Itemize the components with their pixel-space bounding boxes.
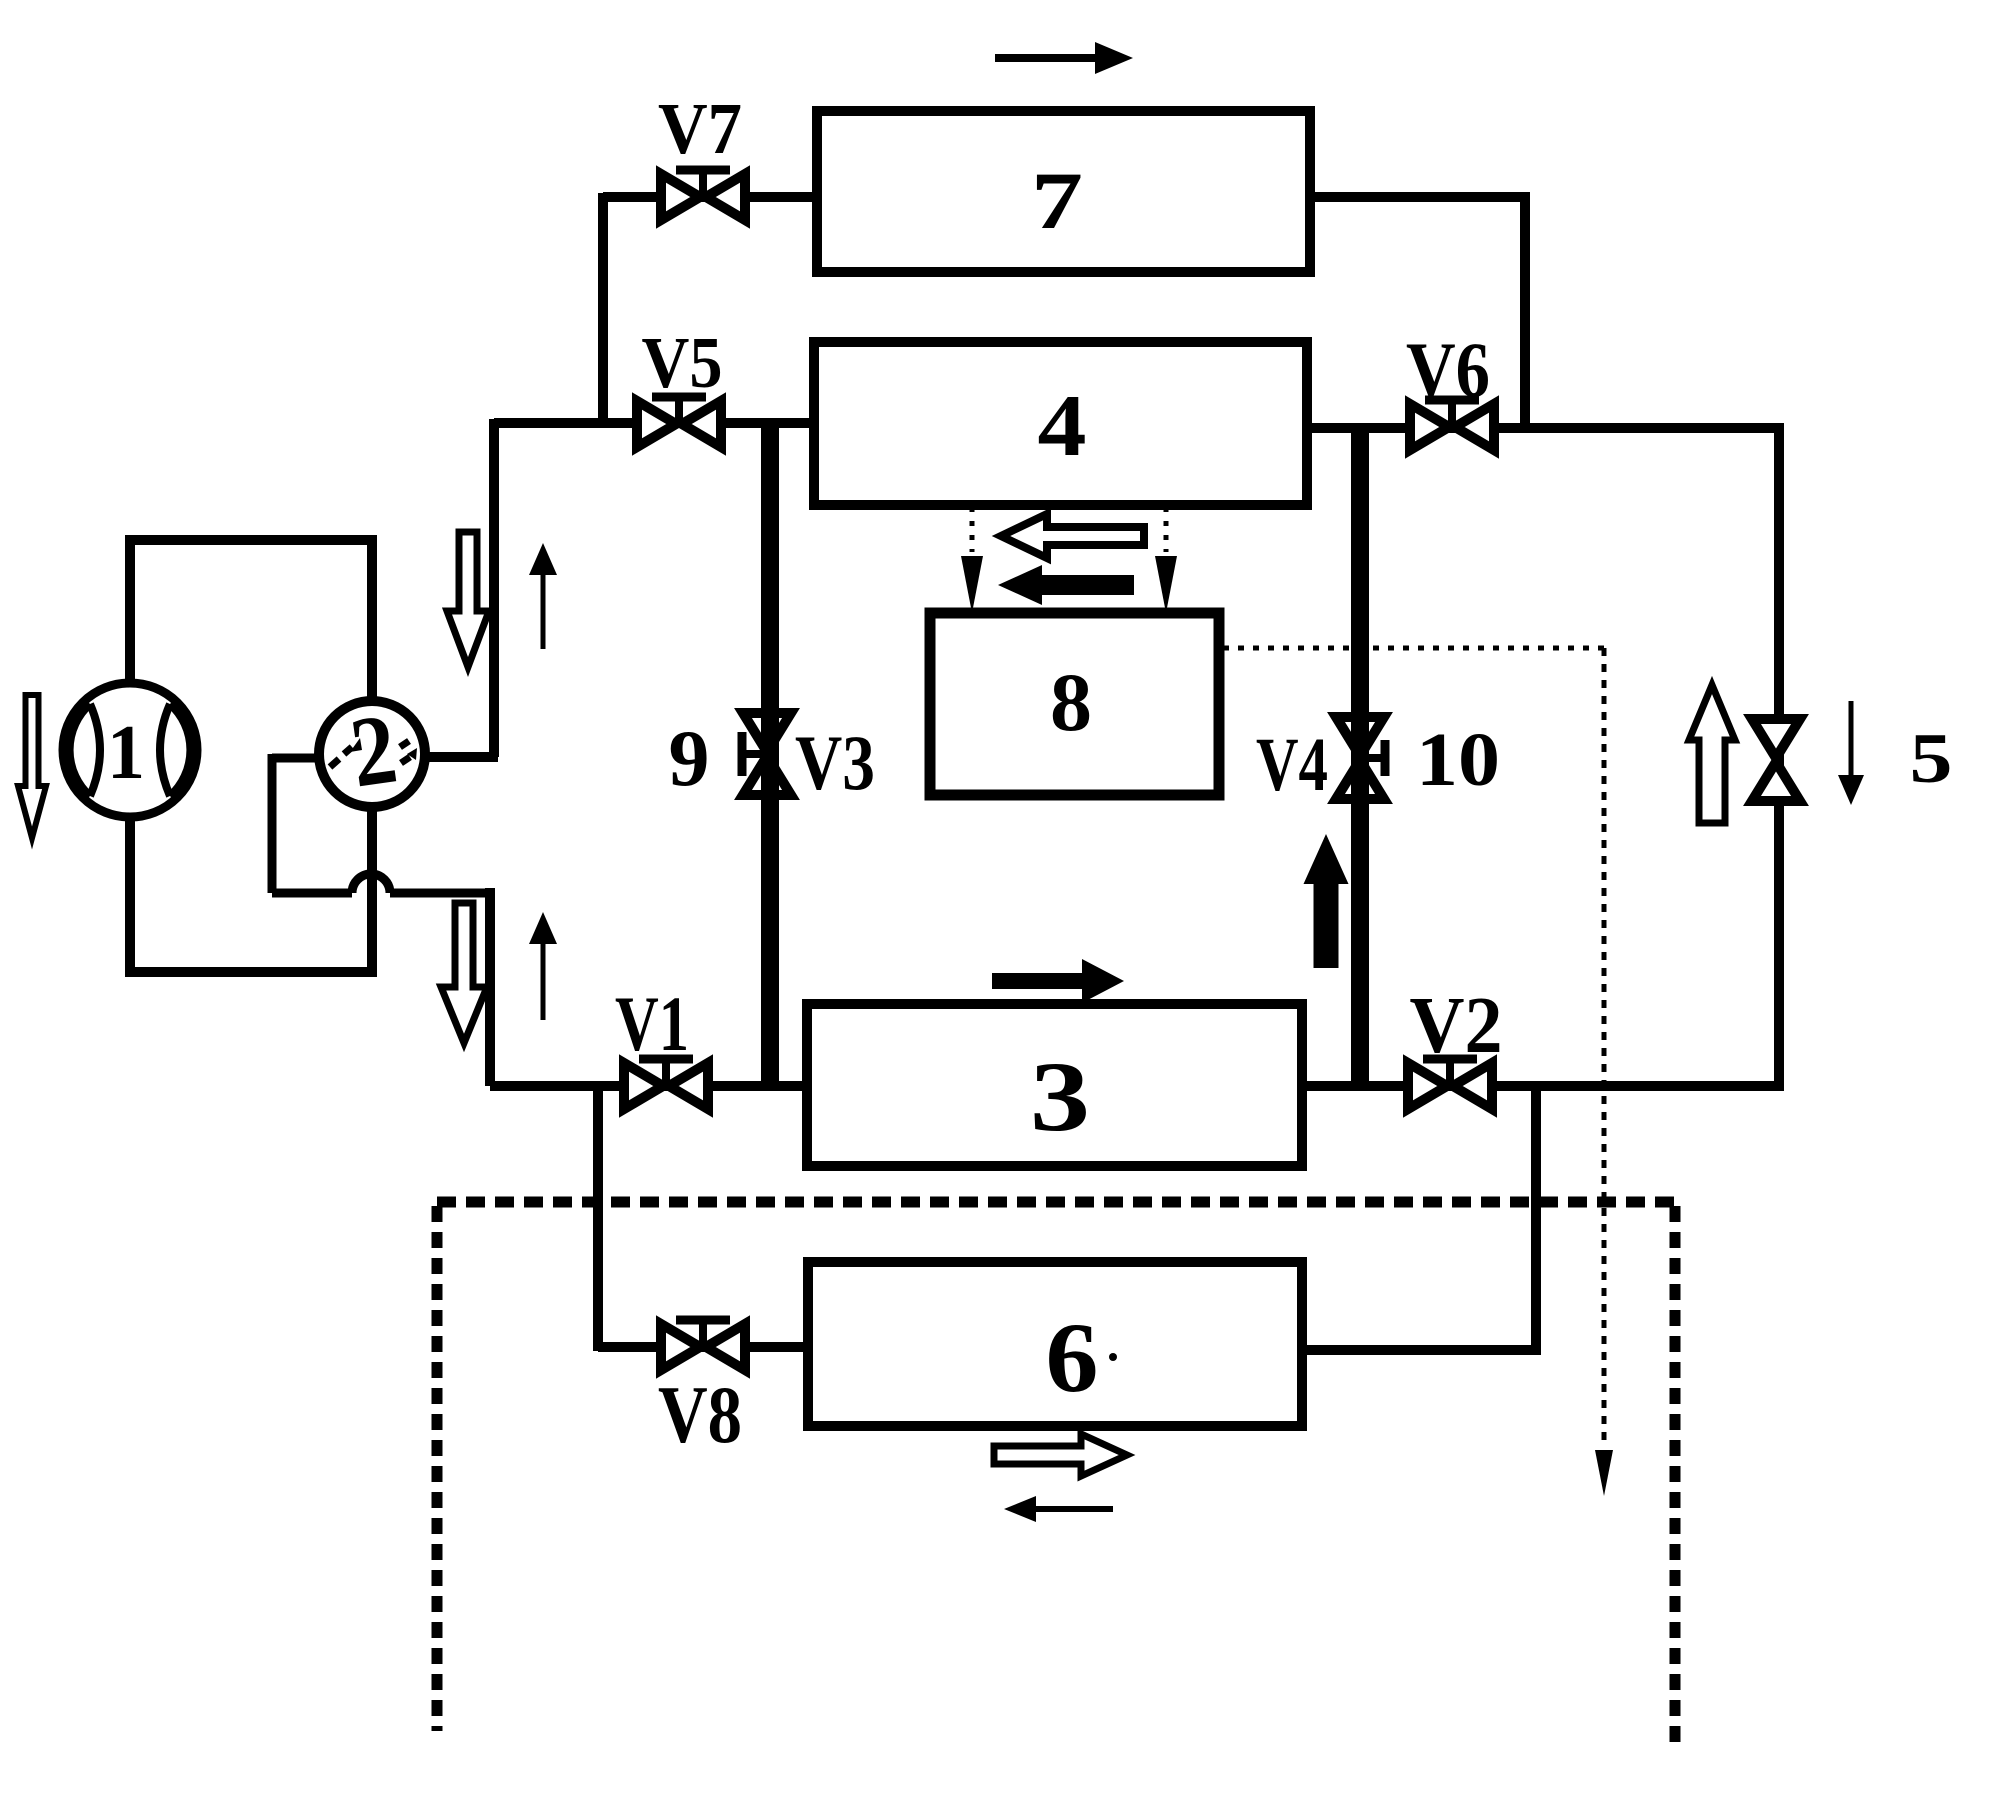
svg-text:V4: V4 (1256, 723, 1328, 807)
svg-text:V6: V6 (1406, 326, 1490, 413)
svg-text:9: 9 (669, 715, 710, 803)
svg-text:V5: V5 (642, 322, 723, 403)
svg-text:3: 3 (1030, 1041, 1090, 1152)
svg-text:V8: V8 (658, 1369, 742, 1460)
svg-text:6: 6 (1046, 1302, 1099, 1413)
svg-text:V1: V1 (615, 980, 689, 1067)
svg-text:V3: V3 (795, 719, 875, 806)
svg-text:4: 4 (1038, 378, 1087, 475)
svg-text:V7: V7 (658, 88, 742, 169)
svg-text:5: 5 (1910, 720, 1953, 798)
svg-text:V2: V2 (1410, 982, 1503, 1070)
svg-text:7: 7 (1031, 155, 1083, 246)
svg-text:8: 8 (1050, 656, 1092, 748)
svg-text:1: 1 (107, 709, 145, 795)
svg-text:10: 10 (1416, 718, 1500, 802)
